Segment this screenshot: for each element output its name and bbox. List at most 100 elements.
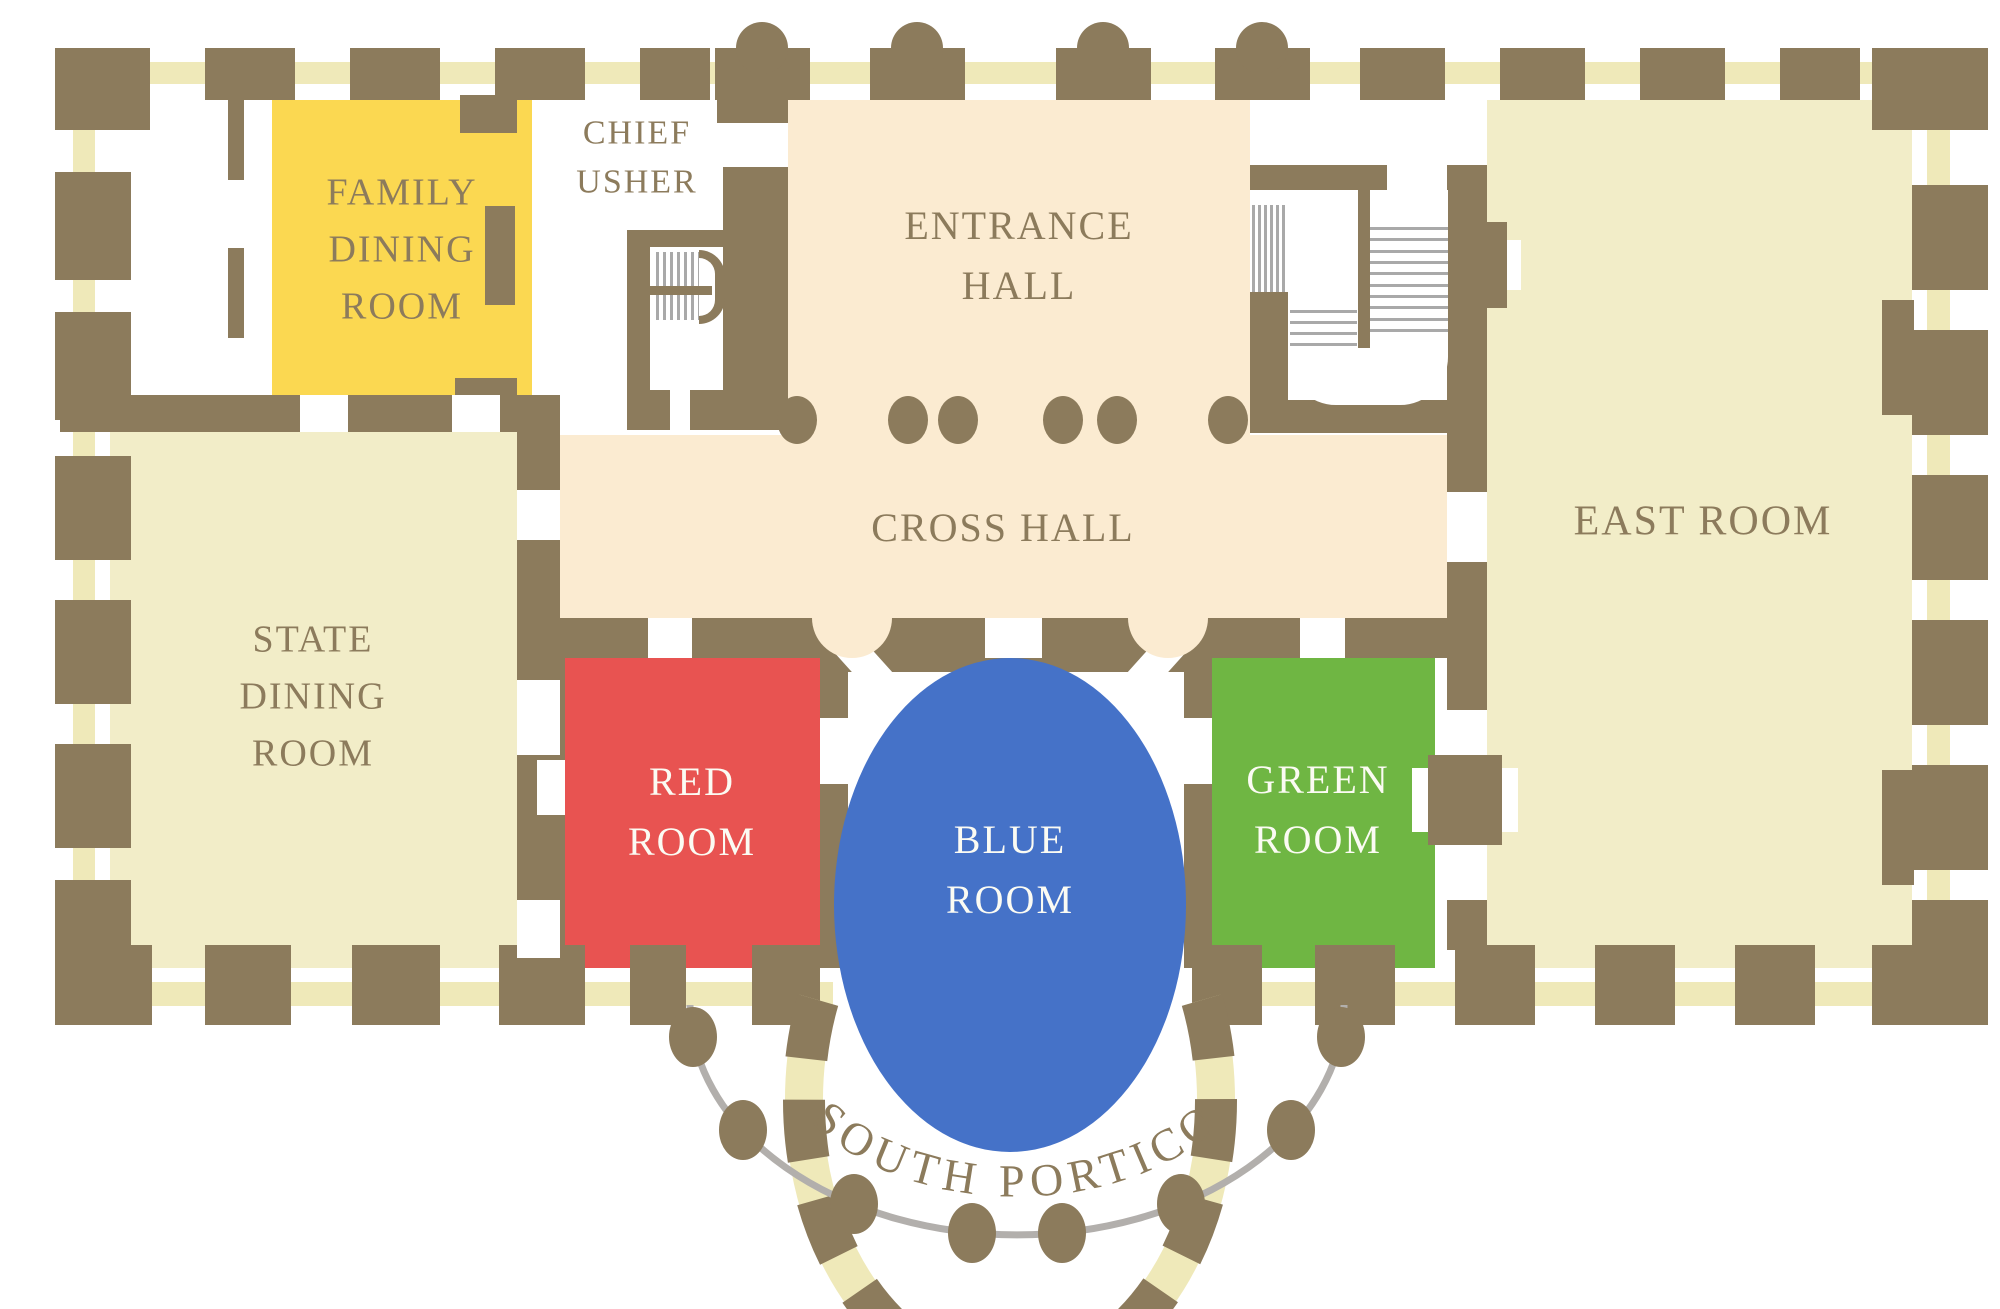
interior-wall xyxy=(1428,755,1502,845)
wall-pier xyxy=(205,945,291,1025)
wall-pier xyxy=(1315,945,1395,1025)
stair-tread xyxy=(1270,205,1273,292)
interior-wall xyxy=(1250,400,1448,433)
door-gap xyxy=(1502,768,1518,832)
stair-tread xyxy=(1290,321,1357,324)
wall-pier xyxy=(495,48,585,100)
stair-tread xyxy=(1370,329,1448,332)
door-gap xyxy=(1447,845,1487,900)
stair-tread xyxy=(1370,261,1448,264)
wall-pier xyxy=(55,456,131,560)
state-dining-room-label: STATE DINING ROOM xyxy=(239,618,387,775)
interior-wall xyxy=(460,95,517,133)
interior-wall xyxy=(627,390,788,430)
east-room-label: EAST ROOM xyxy=(1573,498,1833,545)
stair-tread xyxy=(1264,205,1267,292)
north-portico-column xyxy=(736,22,788,74)
interior-wall xyxy=(717,90,788,123)
door-gap xyxy=(452,395,500,432)
north-portico-column xyxy=(1077,22,1129,74)
column-dot xyxy=(1208,396,1248,444)
chief-usher-label: CHIEF USHER xyxy=(576,114,698,201)
door-gap xyxy=(1447,492,1487,562)
door-gap xyxy=(300,395,348,432)
north-portico-column xyxy=(891,22,943,74)
wall-pier xyxy=(1872,945,1964,1025)
room-cross-hall xyxy=(560,435,1447,618)
door-gap xyxy=(517,680,560,755)
interior-wall xyxy=(485,206,515,305)
wall-pier xyxy=(60,945,152,1025)
wall-pier xyxy=(1360,48,1445,100)
interior-wall xyxy=(1184,658,1212,968)
interior-wall xyxy=(228,248,244,338)
stair-tread xyxy=(1370,318,1448,321)
stair-tread xyxy=(1370,295,1448,298)
red-room-label: RED ROOM xyxy=(627,759,757,864)
window-band xyxy=(1196,982,1950,1006)
interior-wall xyxy=(1882,770,1914,885)
door-gap xyxy=(1412,768,1428,832)
entrance-hall-label: ENTRANCE HALL xyxy=(904,203,1134,308)
wall-pier xyxy=(1912,48,1988,130)
door-gap xyxy=(517,490,560,540)
column-dot xyxy=(1097,396,1137,444)
door-gap xyxy=(1184,718,1212,784)
door-gap xyxy=(1447,100,1487,165)
family-dining-room-label: FAMILY DINING ROOM xyxy=(326,171,478,328)
north-portico-column xyxy=(1236,22,1288,74)
door-gap xyxy=(1447,710,1487,755)
column-dot xyxy=(1043,396,1083,444)
door-gap xyxy=(723,123,788,167)
stair-divider xyxy=(650,286,712,295)
column-dot xyxy=(888,396,928,444)
door-gap xyxy=(1507,240,1521,290)
interior-wall xyxy=(228,100,244,180)
interior-wall xyxy=(1483,222,1507,308)
room-red-room xyxy=(565,658,820,968)
room-green-room xyxy=(1212,658,1435,968)
interior-wall xyxy=(1882,300,1914,415)
door-gap xyxy=(537,760,565,815)
stair-tread xyxy=(1370,272,1448,275)
stair-tread xyxy=(1252,205,1255,292)
wall-pier xyxy=(1912,185,1988,290)
room-east-room xyxy=(1487,100,1912,968)
room-blue-room xyxy=(834,658,1186,1152)
wall-pier xyxy=(350,48,440,100)
wall-pier xyxy=(1640,48,1725,100)
door-gap xyxy=(1300,618,1345,658)
wall-pier xyxy=(55,172,131,280)
wall-pier xyxy=(352,945,440,1025)
wall-pier xyxy=(55,48,131,130)
door-gap xyxy=(670,390,690,430)
wall-pier xyxy=(1912,620,1988,725)
stair-tread xyxy=(1370,284,1448,287)
blue-room-label: BLUE ROOM xyxy=(945,817,1075,922)
wall-pier xyxy=(55,600,131,704)
interior-wall xyxy=(627,230,737,247)
wall-pier xyxy=(1912,765,1988,870)
stair-tread xyxy=(1258,205,1261,292)
door-gap xyxy=(648,618,692,658)
wall-pier xyxy=(55,880,131,950)
wall-pier xyxy=(55,744,131,848)
window-band xyxy=(73,982,833,1006)
wall-pier xyxy=(205,48,295,100)
door-gap xyxy=(517,900,560,958)
stair-tread xyxy=(1290,310,1357,313)
stair-tread xyxy=(1370,306,1448,309)
wall-pier xyxy=(1912,330,1988,435)
stair-tread xyxy=(1370,238,1448,241)
column-dot xyxy=(938,396,978,444)
stair-tread xyxy=(1370,250,1448,253)
wall-pier xyxy=(1912,475,1988,580)
cross-hall-label: CROSS HALL xyxy=(871,505,1135,550)
wall-pier xyxy=(752,945,820,1025)
stair-tread xyxy=(1282,205,1285,292)
wall-pier xyxy=(1455,945,1535,1025)
room-state-dining xyxy=(110,432,517,968)
interior-wall xyxy=(627,247,650,397)
stair-tread xyxy=(1370,227,1448,230)
